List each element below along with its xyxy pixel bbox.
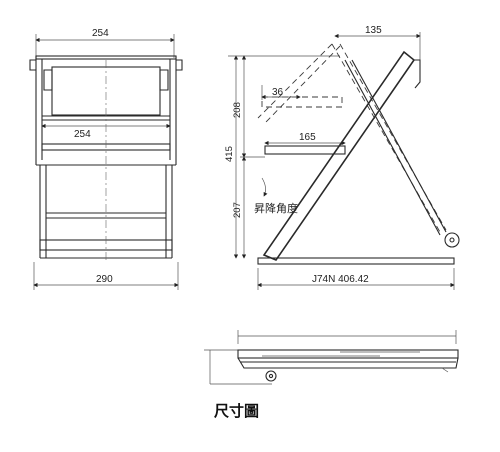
dim-lower-height: 207 (232, 202, 243, 218)
wheel-icon (444, 232, 460, 248)
upper-panel (51, 66, 161, 116)
folded-top (237, 349, 459, 359)
front-view: 254 254 290 (29, 28, 183, 290)
dim-top-offset: 135 (365, 25, 382, 36)
hook-right (176, 59, 183, 71)
dim-bottom-width: 290 (96, 274, 113, 285)
bracket-right (159, 69, 169, 91)
dim-top-width: 254 (92, 28, 109, 39)
second-leg-2 (351, 59, 447, 233)
side-view: 135 415 208 207 36 165 (224, 25, 460, 290)
main-leg (262, 50, 416, 261)
drawing-title: 尺寸圖 (214, 402, 259, 420)
folded-body (237, 357, 459, 369)
dim-total-height: 415 (224, 146, 235, 162)
tray-lowered (264, 145, 346, 155)
angle-arc (261, 177, 268, 197)
dim-upper-height: 208 (232, 102, 243, 118)
dim-tray-165: 165 (299, 132, 316, 143)
second-leg (344, 59, 441, 236)
raised-leg-a (257, 43, 333, 119)
angle-label: 昇降角度 (254, 201, 298, 215)
handle (414, 59, 421, 89)
raised-leg-b (331, 43, 441, 233)
base-rail (257, 257, 455, 265)
wheel-hub (449, 237, 455, 243)
dim-inner-width: 254 (74, 129, 91, 140)
folded-view (204, 330, 459, 385)
model-label: J74N 406.42 (312, 274, 369, 285)
wheel-icon (265, 370, 277, 382)
foot (441, 367, 449, 373)
tray-raised (261, 96, 343, 108)
wheel-hub (268, 373, 274, 379)
dim-tray-36: 36 (272, 87, 284, 98)
bracket-left (43, 69, 53, 91)
hook-left (29, 59, 36, 71)
top-bar (35, 55, 177, 60)
raised-leg-a2 (265, 45, 341, 123)
raised-leg-b2 (339, 43, 447, 231)
